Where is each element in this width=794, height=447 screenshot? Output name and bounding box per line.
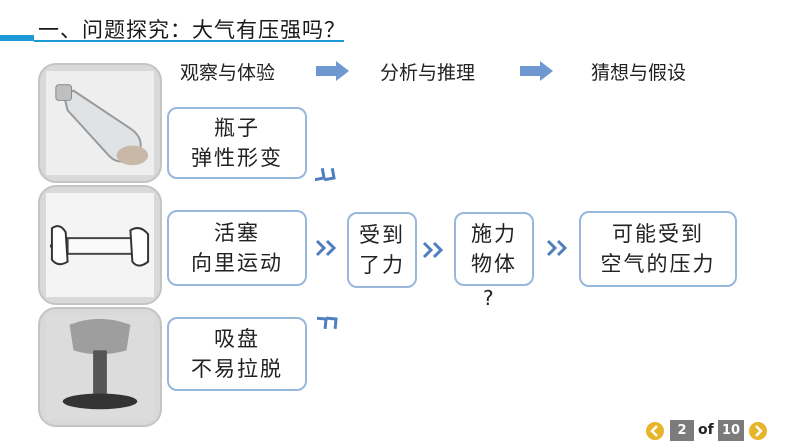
title-underline [34, 40, 344, 42]
page-title: 一、问题探究：大气有压强吗？ [38, 18, 346, 42]
chevron-down-right-icon [315, 167, 336, 182]
next-page-button[interactable] [749, 422, 767, 440]
current-page-indicator[interactable]: 2 [670, 420, 694, 441]
flow-arrow-icon [316, 61, 349, 81]
observation-suction-box: 吸盘 不易拉脱 [167, 317, 307, 391]
page-of-label: of [698, 422, 714, 438]
title-accent-bar [0, 35, 34, 41]
flow-arrow-icon [520, 61, 553, 81]
step-analyze-label: 分析与推理 [380, 62, 476, 84]
force-box: 受到 了力 [347, 212, 417, 288]
chevron-right-icon [546, 239, 568, 257]
question-mark: ? [483, 286, 494, 310]
step-hypothesize-label: 猜想与假设 [591, 62, 687, 84]
chevron-right-icon [422, 241, 444, 259]
syringe-photo [38, 185, 162, 305]
suction-cup-photo [38, 307, 162, 427]
force-source-box: 施力 物体 [454, 212, 534, 286]
chevron-left-icon [650, 425, 658, 437]
syringe-icon [46, 193, 154, 297]
bottle-photo [38, 63, 162, 183]
chevron-right-icon [315, 239, 337, 257]
chevron-up-right-icon [317, 316, 338, 329]
hypothesis-box: 可能受到 空气的压力 [579, 211, 737, 287]
squeezed-bottle-icon [46, 71, 154, 175]
observation-bottle-box: 瓶子 弹性形变 [167, 107, 307, 179]
prev-page-button[interactable] [646, 422, 664, 440]
observation-syringe-box: 活塞 向里运动 [167, 210, 307, 286]
suction-cup-icon [46, 315, 154, 419]
step-observe-label: 观察与体验 [180, 62, 276, 84]
total-pages-indicator: 10 [718, 420, 744, 441]
chevron-right-icon [755, 425, 763, 437]
